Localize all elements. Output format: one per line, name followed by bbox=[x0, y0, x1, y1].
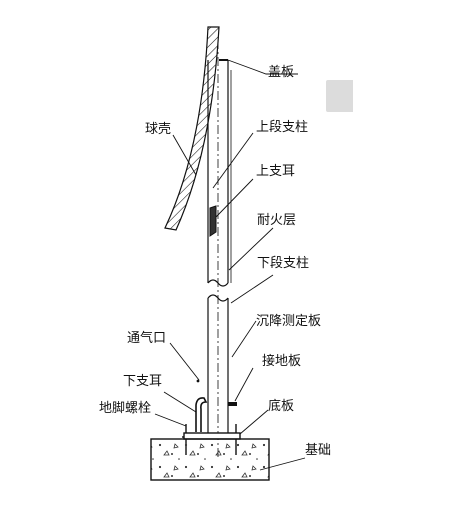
label-lower-lug: 下支耳 bbox=[123, 374, 163, 389]
label-fireproof-layer: 耐火层 bbox=[257, 213, 297, 228]
grounding-plate bbox=[228, 402, 237, 406]
side-tab[interactable] bbox=[326, 80, 353, 112]
upper-lug bbox=[209, 205, 217, 237]
vent-mark bbox=[196, 379, 200, 383]
label-lower-column: 下段支柱 bbox=[257, 256, 310, 271]
label-settlement-plate: 沉降测定板 bbox=[256, 314, 322, 329]
label-bottom-plate: 底板 bbox=[268, 399, 295, 414]
spherical-shell bbox=[164, 26, 220, 231]
bottom-plate bbox=[183, 432, 241, 440]
foundation-block bbox=[150, 438, 270, 481]
label-cover-plate: 盖板 bbox=[268, 65, 295, 80]
label-spherical-shell: 球壳 bbox=[145, 122, 172, 137]
label-vent: 通气口 bbox=[127, 331, 167, 346]
lower-column bbox=[207, 294, 229, 433]
leader-lines bbox=[154, 59, 306, 471]
label-foundation: 基础 bbox=[305, 443, 332, 458]
label-grounding-plate: 接地板 bbox=[262, 354, 302, 369]
lower-lug bbox=[195, 397, 208, 432]
label-upper-lug: 上支耳 bbox=[256, 164, 296, 179]
label-upper-column: 上段支柱 bbox=[256, 120, 309, 135]
label-anchor-bolt: 地脚螺栓 bbox=[99, 401, 152, 416]
